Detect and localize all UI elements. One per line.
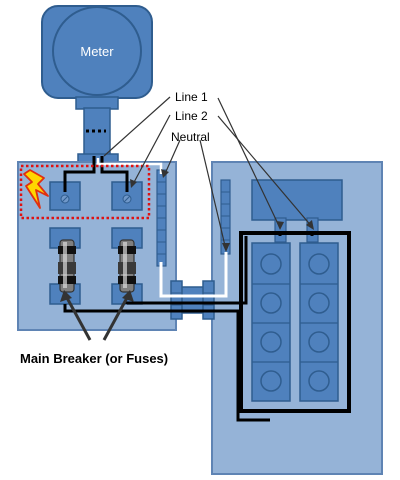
- breaker-column-right: [299, 242, 339, 402]
- panel-main-lug-block: [251, 179, 343, 221]
- label-main-breaker: Main Breaker (or Fuses): [20, 351, 168, 366]
- fuse-right: [118, 239, 136, 293]
- meter-dial: [52, 6, 142, 96]
- label-line1: Line 1: [175, 90, 208, 104]
- breaker-slot-4: [260, 370, 282, 392]
- bus-loop-wire: [239, 231, 351, 413]
- breaker-slot-6: [308, 292, 330, 314]
- bus-stab-left: [274, 217, 287, 243]
- feeder-neutral-wire: [159, 252, 228, 298]
- lightning-bolt-icon: [23, 169, 49, 209]
- meter-label: Meter: [80, 44, 114, 59]
- breaker-slot-7: [308, 331, 330, 353]
- bus-stab-right: [306, 217, 319, 243]
- callout-leaders: [60, 96, 314, 341]
- meter-base: [75, 96, 119, 110]
- breaker-slot-3: [260, 331, 282, 353]
- neutral-bar-left: [156, 169, 167, 267]
- neutral-bar-right: [220, 179, 231, 255]
- breaker-column-left: [251, 242, 291, 402]
- label-neutral: Neutral: [171, 130, 210, 144]
- load-hot-wire-left: [63, 304, 270, 422]
- breaker-slot-2: [260, 292, 282, 314]
- fuse-left: [58, 239, 76, 293]
- service-hot-wire-left: [63, 156, 96, 192]
- breaker-slot-1: [260, 253, 282, 275]
- connector-locknut-right: [202, 280, 215, 320]
- connector-locknut-left: [170, 280, 183, 320]
- panel-connector: [170, 280, 215, 320]
- breaker-slot-8: [308, 370, 330, 392]
- meter-assembly: Meter: [41, 5, 153, 163]
- breaker-slot-5: [308, 253, 330, 275]
- load-hot-wire-right: [125, 236, 248, 305]
- label-line2: Line 2: [175, 109, 208, 123]
